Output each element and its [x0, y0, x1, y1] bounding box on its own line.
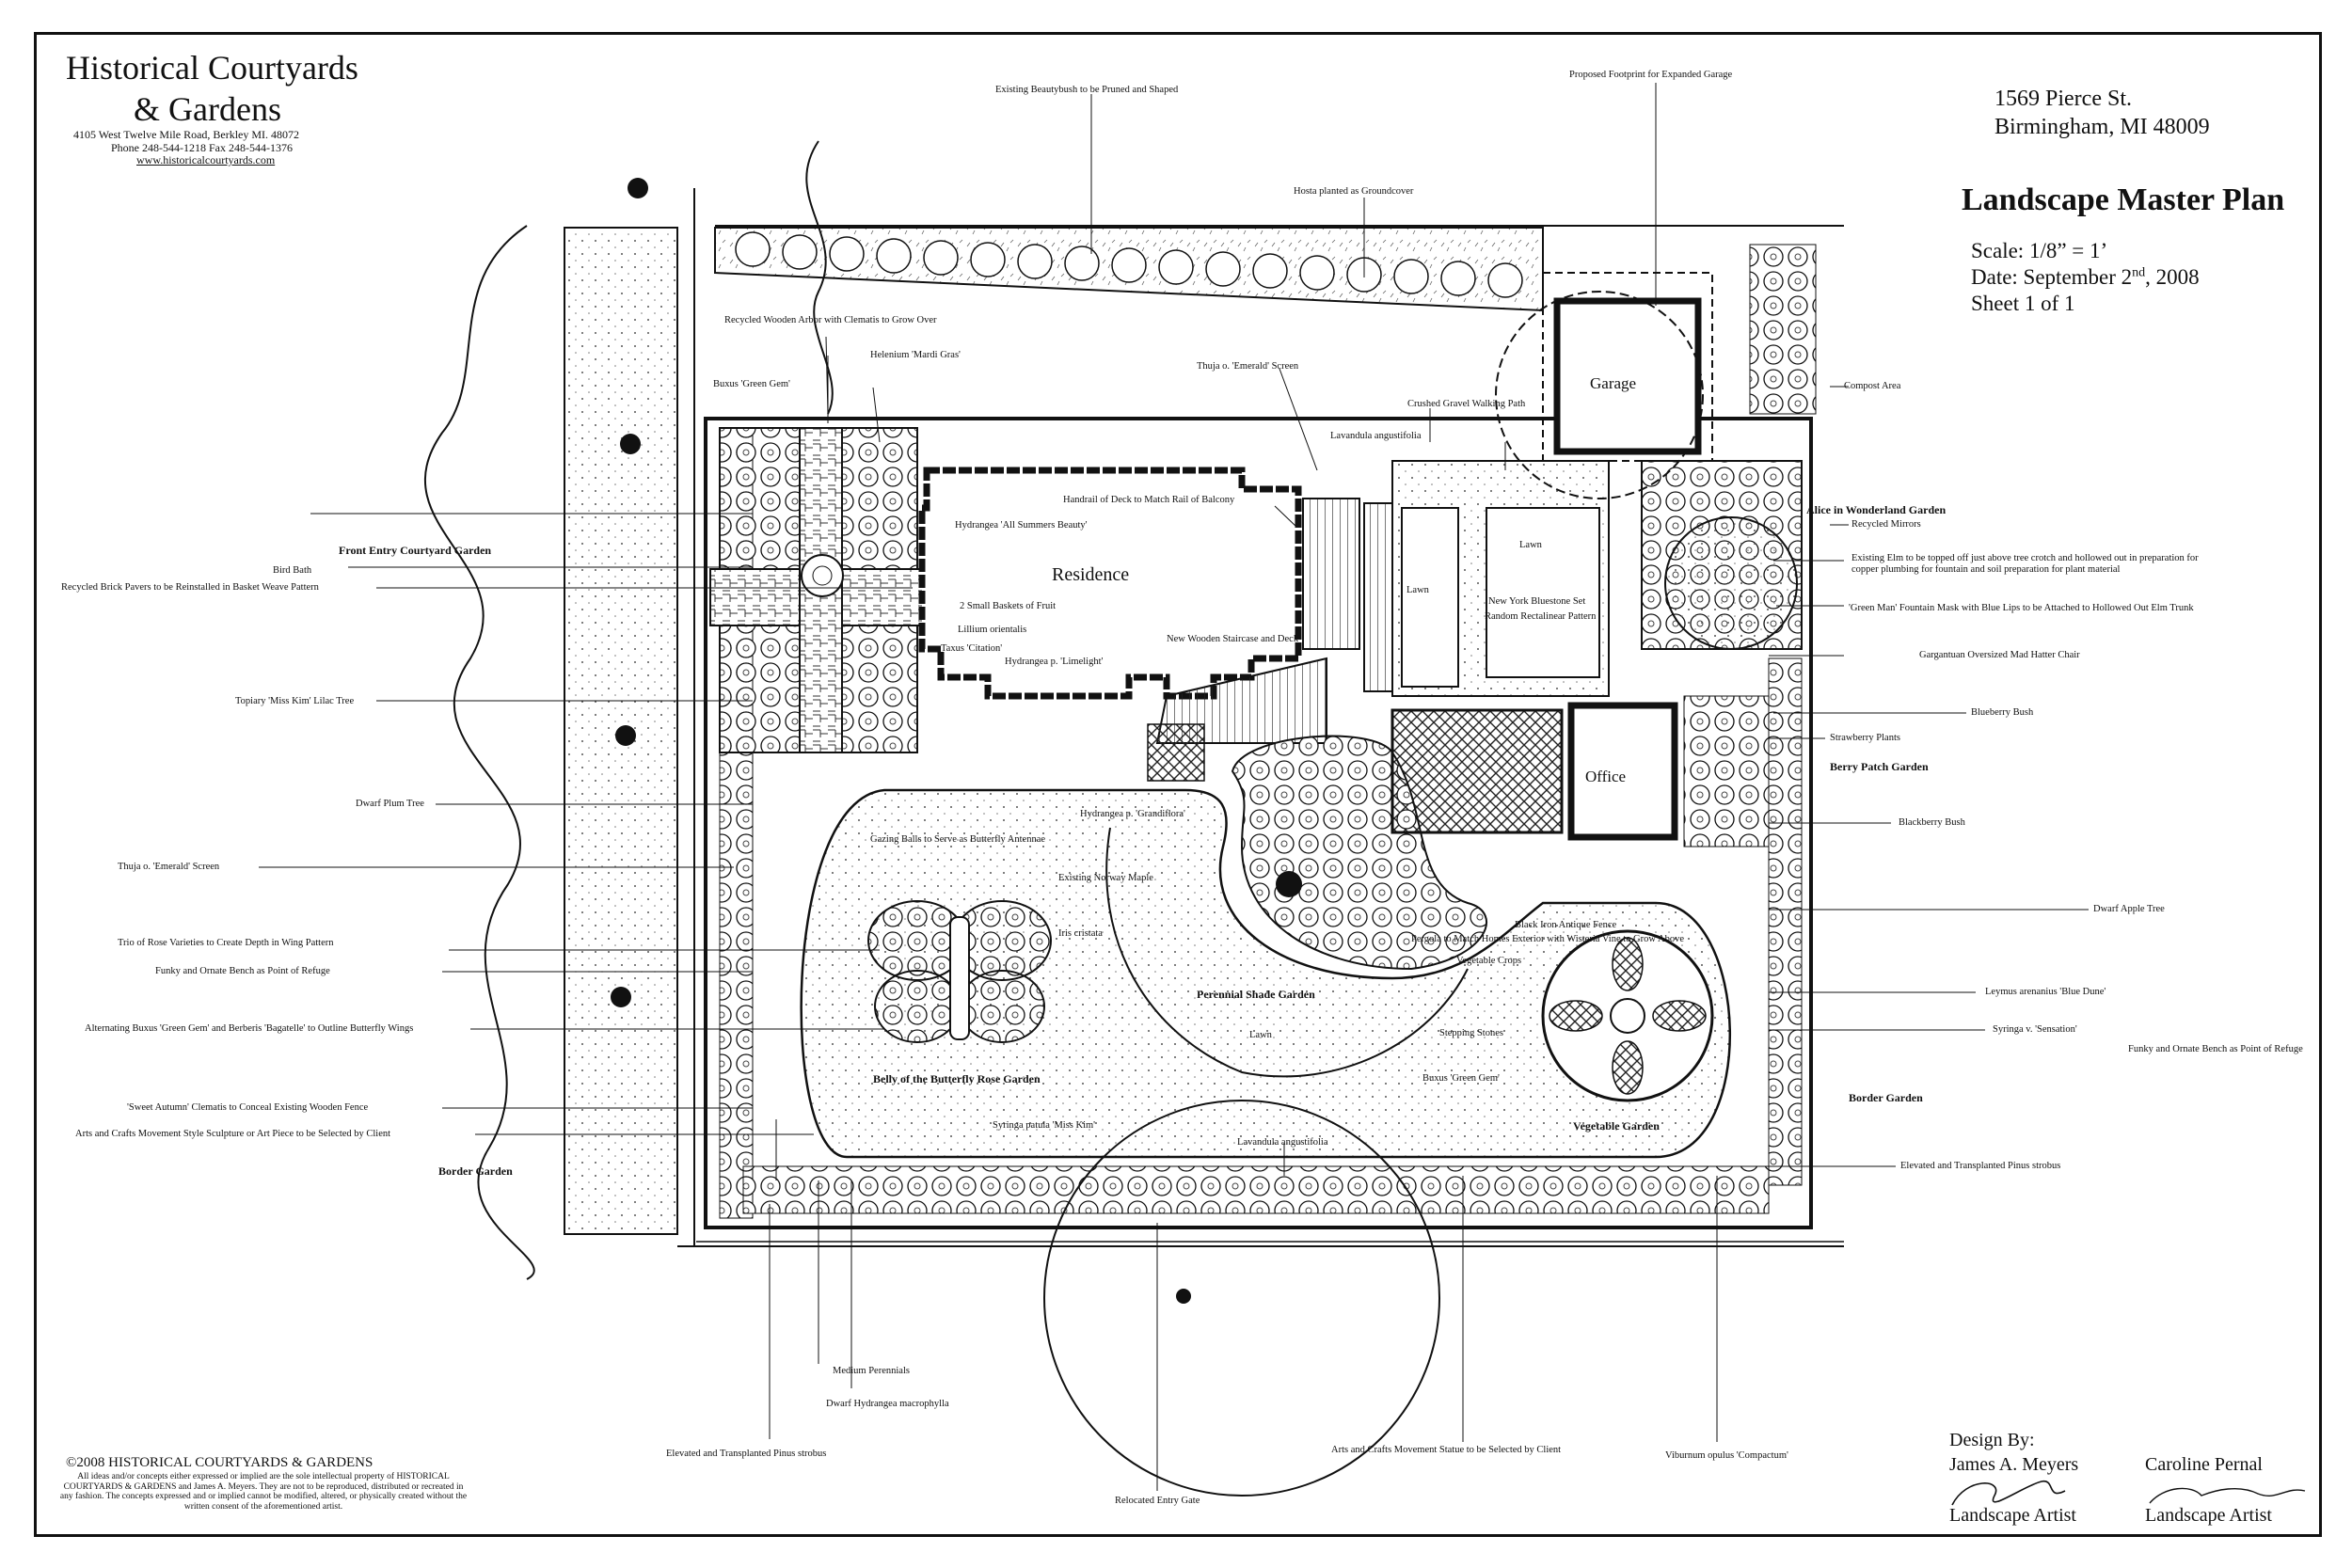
plan-scale: Scale: 1/8” = 1’ — [1971, 239, 2108, 262]
label-green-man: 'Green Man' Fountain Mask with Blue Lips… — [1849, 603, 2194, 613]
label-lillium: Lillium orientalis — [958, 625, 1027, 635]
label-hosta: Hosta planted as Groundcover — [1294, 186, 1414, 197]
label-sweet-autumn: 'Sweet Autumn' Clematis to Conceal Exist… — [127, 1102, 369, 1113]
label-bluestone: New York Bluestone Set — [1488, 596, 1586, 607]
firm-name-line1: Historical Courtyards — [66, 49, 358, 87]
label-norway-maple: Existing Norway Maple — [1058, 873, 1153, 883]
label-hydrangea-grandiflora: Hydrangea p. 'Grandiflora' — [1080, 809, 1185, 819]
label-trio-roses: Trio of Rose Varieties to Create Depth i… — [118, 938, 334, 948]
copyright-heading: ©2008 HISTORICAL COURTYARDS & GARDENS — [66, 1455, 373, 1470]
label-dwarf-plum: Dwarf Plum Tree — [356, 799, 424, 809]
drawing-border — [34, 32, 2322, 1537]
label-gazing-balls: Gazing Balls to Serve as Butterfly Anten… — [870, 834, 1046, 845]
label-iris: Iris cristata — [1058, 928, 1103, 939]
label-beautybush: Existing Beautybush to be Pruned and Sha… — [995, 85, 1179, 95]
label-viburnum: Viburnum opulus 'Compactum' — [1665, 1450, 1788, 1461]
label-blueberry: Blueberry Bush — [1971, 707, 2034, 718]
zone-alice: Alice in Wonderland Garden — [1806, 503, 1947, 516]
copyright-body: All ideas and/or concepts either express… — [59, 1472, 468, 1512]
site-city: Birmingham, MI 48009 — [1994, 115, 2210, 139]
label-crushed-gravel: Crushed Gravel Walking Path — [1407, 399, 1526, 409]
main-lawn — [800, 788, 1731, 1159]
lawn-label: Lawn — [1519, 540, 1542, 550]
firm-address: 4105 West Twelve Mile Road, Berkley MI. … — [73, 128, 300, 141]
garage-label: Garage — [1590, 374, 1637, 392]
zone-vegetable: Vegetable Garden — [1573, 1119, 1660, 1132]
plan-sheet: Sheet 1 of 1 — [1971, 292, 2075, 315]
label-syringa-miss-kim: Syringa patula 'Miss Kim' — [993, 1120, 1096, 1131]
label-random-rect: Random Rectalinear Pattern — [1485, 611, 1597, 622]
label-leymus: Leymus arenanius 'Blue Dune' — [1985, 987, 2106, 997]
office-label: Office — [1585, 768, 1627, 785]
residence-label: Residence — [1052, 564, 1130, 585]
zone-perennial-shade: Perennial Shade Garden — [1197, 988, 1315, 1001]
label-taxus: Taxus 'Citation' — [941, 643, 1003, 654]
label-entry-gate: Relocated Entry Gate — [1115, 1496, 1200, 1506]
label-bench-right: Funky and Ornate Bench as Point of Refug… — [2128, 1044, 2303, 1054]
designer-2-name: Caroline Pernal — [2145, 1454, 2263, 1475]
lawn-label: Lawn — [1406, 585, 1429, 595]
label-pinus-right: Elevated and Transplanted Pinus strobus — [1900, 1161, 2061, 1171]
label-dwarf-apple: Dwarf Apple Tree — [2093, 904, 2165, 914]
label-black-iron: Black Iron Antique Fence — [1515, 920, 1617, 930]
label-expanded-garage: Proposed Footprint for Expanded Garage — [1569, 70, 1733, 80]
label-lavandula-bottom: Lavandula angustifolia — [1237, 1137, 1328, 1148]
label-pergola: Pergola to Match Homes Exterior with Wis… — [1411, 934, 1684, 944]
label-lavandula: Lavandula angustifolia — [1330, 431, 1422, 441]
firm-name-line2: & Gardens — [134, 90, 281, 128]
designer-2-role: Landscape Artist — [2145, 1505, 2272, 1526]
label-blackberry: Blackberry Bush — [1899, 817, 1965, 828]
label-sculpture: Arts and Crafts Movement Style Sculpture… — [75, 1129, 391, 1139]
label-mad-hatter: Gargantuan Oversized Mad Hatter Chair — [1919, 650, 2080, 660]
label-alternating-buxus: Alternating Buxus 'Green Gem' and Berber… — [85, 1023, 414, 1034]
label-wooden-arbor: Recycled Wooden Arbor with Clematis to G… — [724, 315, 937, 325]
label-dwarf-hydrangea: Dwarf Hydrangea macrophylla — [826, 1399, 949, 1409]
label-stepping-stones: Stepping Stones — [1439, 1028, 1503, 1038]
label-helenium: Helenium 'Mardi Gras' — [870, 350, 961, 360]
label-syringa-sensation: Syringa v. 'Sensation' — [1993, 1024, 2077, 1035]
label-thuja-screen: Thuja o. 'Emerald' Screen — [1197, 361, 1299, 372]
label-strawberry: Strawberry Plants — [1830, 733, 1900, 743]
sidewalk — [564, 227, 678, 1235]
label-vegetable-crops: Vegetable Crops — [1456, 956, 1522, 966]
label-handrail: Handrail of Deck to Match Rail of Balcon… — [1063, 495, 1235, 505]
firm-website-link[interactable]: www.historicalcourtyards.com — [136, 153, 276, 166]
label-hydrangea-limelight: Hydrangea p. 'Limelight' — [1005, 657, 1104, 667]
label-brick-pavers: Recycled Brick Pavers to be Reinstalled … — [61, 582, 319, 593]
label-elm-2: copper plumbing for fountain and soil pr… — [1851, 564, 2121, 575]
plan-title: Landscape Master Plan — [1962, 182, 2285, 217]
site-street: 1569 Pierce St. — [1994, 87, 2132, 111]
label-statue: Arts and Crafts Movement Statue to be Se… — [1331, 1445, 1562, 1455]
office-outline — [1567, 702, 1678, 841]
zone-front-entry: Front Entry Courtyard Garden — [339, 544, 492, 557]
residence-outline — [918, 467, 1302, 700]
design-heading: Design By: — [1949, 1430, 2035, 1450]
designer-1-role: Landscape Artist — [1949, 1505, 2076, 1526]
label-compost: Compost Area — [1844, 381, 1901, 391]
firm-phone: Phone 248-544-1218 Fax 248-544-1376 — [111, 141, 293, 154]
zone-border-right: Border Garden — [1849, 1091, 1923, 1104]
label-elm-1: Existing Elm to be topped off just above… — [1851, 553, 2199, 563]
plan-date: Date: September 2nd, 2008 — [1971, 265, 2200, 289]
label-hydrangea-asb: Hydrangea 'All Summers Beauty' — [955, 520, 1088, 531]
zone-butterfly: Belly of the Butterfly Rose Garden — [873, 1072, 1041, 1085]
label-bench-left: Funky and Ornate Bench as Point of Refug… — [155, 966, 330, 976]
label-pinus-bottom: Elevated and Transplanted Pinus strobus — [666, 1449, 827, 1459]
label-recycled-mirrors: Recycled Mirrors — [1851, 519, 1921, 530]
zone-berry-patch: Berry Patch Garden — [1830, 760, 1929, 773]
designer-1-name: James A. Meyers — [1949, 1454, 2079, 1475]
zone-border-left: Border Garden — [438, 1164, 513, 1178]
label-medium-perennials: Medium Perennials — [833, 1366, 910, 1376]
label-thuja-screen-left: Thuja o. 'Emerald' Screen — [118, 862, 220, 872]
garage-outline — [1553, 297, 1702, 455]
label-lilac: Topiary 'Miss Kim' Lilac Tree — [235, 696, 355, 706]
label-buxus: Buxus 'Green Gem' — [713, 379, 790, 389]
label-buxus-veg: Buxus 'Green Gem' — [1422, 1073, 1500, 1084]
lawn-label: Lawn — [1249, 1030, 1272, 1040]
label-wooden-staircase: New Wooden Staircase and Deck — [1167, 634, 1299, 644]
label-bird-bath: Bird Bath — [273, 565, 312, 576]
label-baskets: 2 Small Baskets of Fruit — [960, 601, 1057, 611]
